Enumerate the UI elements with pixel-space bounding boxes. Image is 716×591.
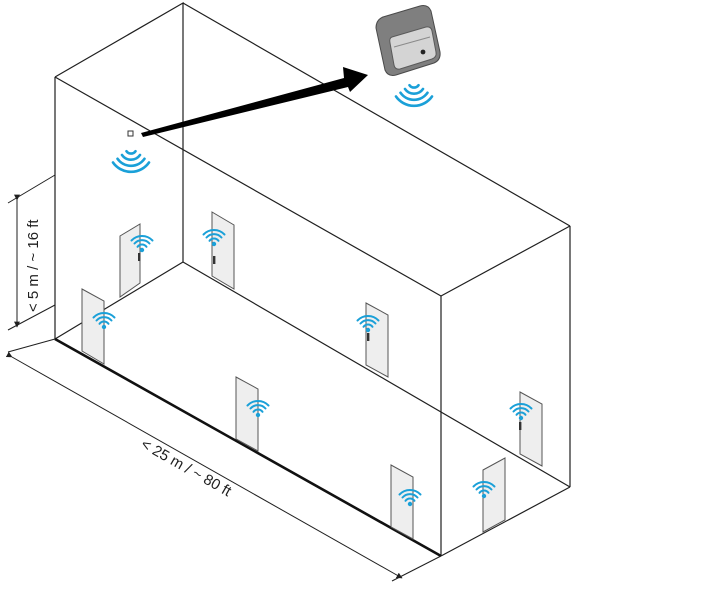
gateway-wifi-icon: [394, 83, 434, 108]
height-dimension-label: < 5 m / ~ 16 ft: [25, 219, 42, 312]
length-dimension-label: < 25 m / ~ 80 ft: [138, 436, 235, 501]
door-6: [509, 391, 543, 467]
room-ceiling-back-edge: [182, 2, 571, 227]
ceiling-sensor-wifi-icon: [111, 149, 151, 174]
door-4: [356, 302, 389, 378]
ceiling-sensor: [111, 130, 151, 174]
height-dimension: < 5 m / ~ 16 ft: [7, 174, 56, 331]
room-floor-right-edge: [440, 486, 571, 557]
door-5: [235, 376, 270, 452]
length-dimension: < 25 m / ~ 80 ft: [5, 338, 442, 582]
transmission-arrow-icon: [141, 67, 368, 137]
room-ceiling-front-edge: [54, 76, 442, 297]
door-3: [81, 288, 116, 365]
room-floor-back-edge: [182, 261, 571, 488]
room-floor-left-edge: [54, 261, 184, 340]
length-dimension-line: [5, 351, 403, 579]
door-2: [202, 211, 235, 290]
room-back-wall: [54, 1, 184, 262]
door-7: [390, 464, 422, 540]
room-ceiling-right-edge: [440, 225, 571, 297]
door-1: [119, 223, 154, 298]
gateway-device-icon: [375, 5, 441, 108]
door-8: [472, 457, 506, 533]
